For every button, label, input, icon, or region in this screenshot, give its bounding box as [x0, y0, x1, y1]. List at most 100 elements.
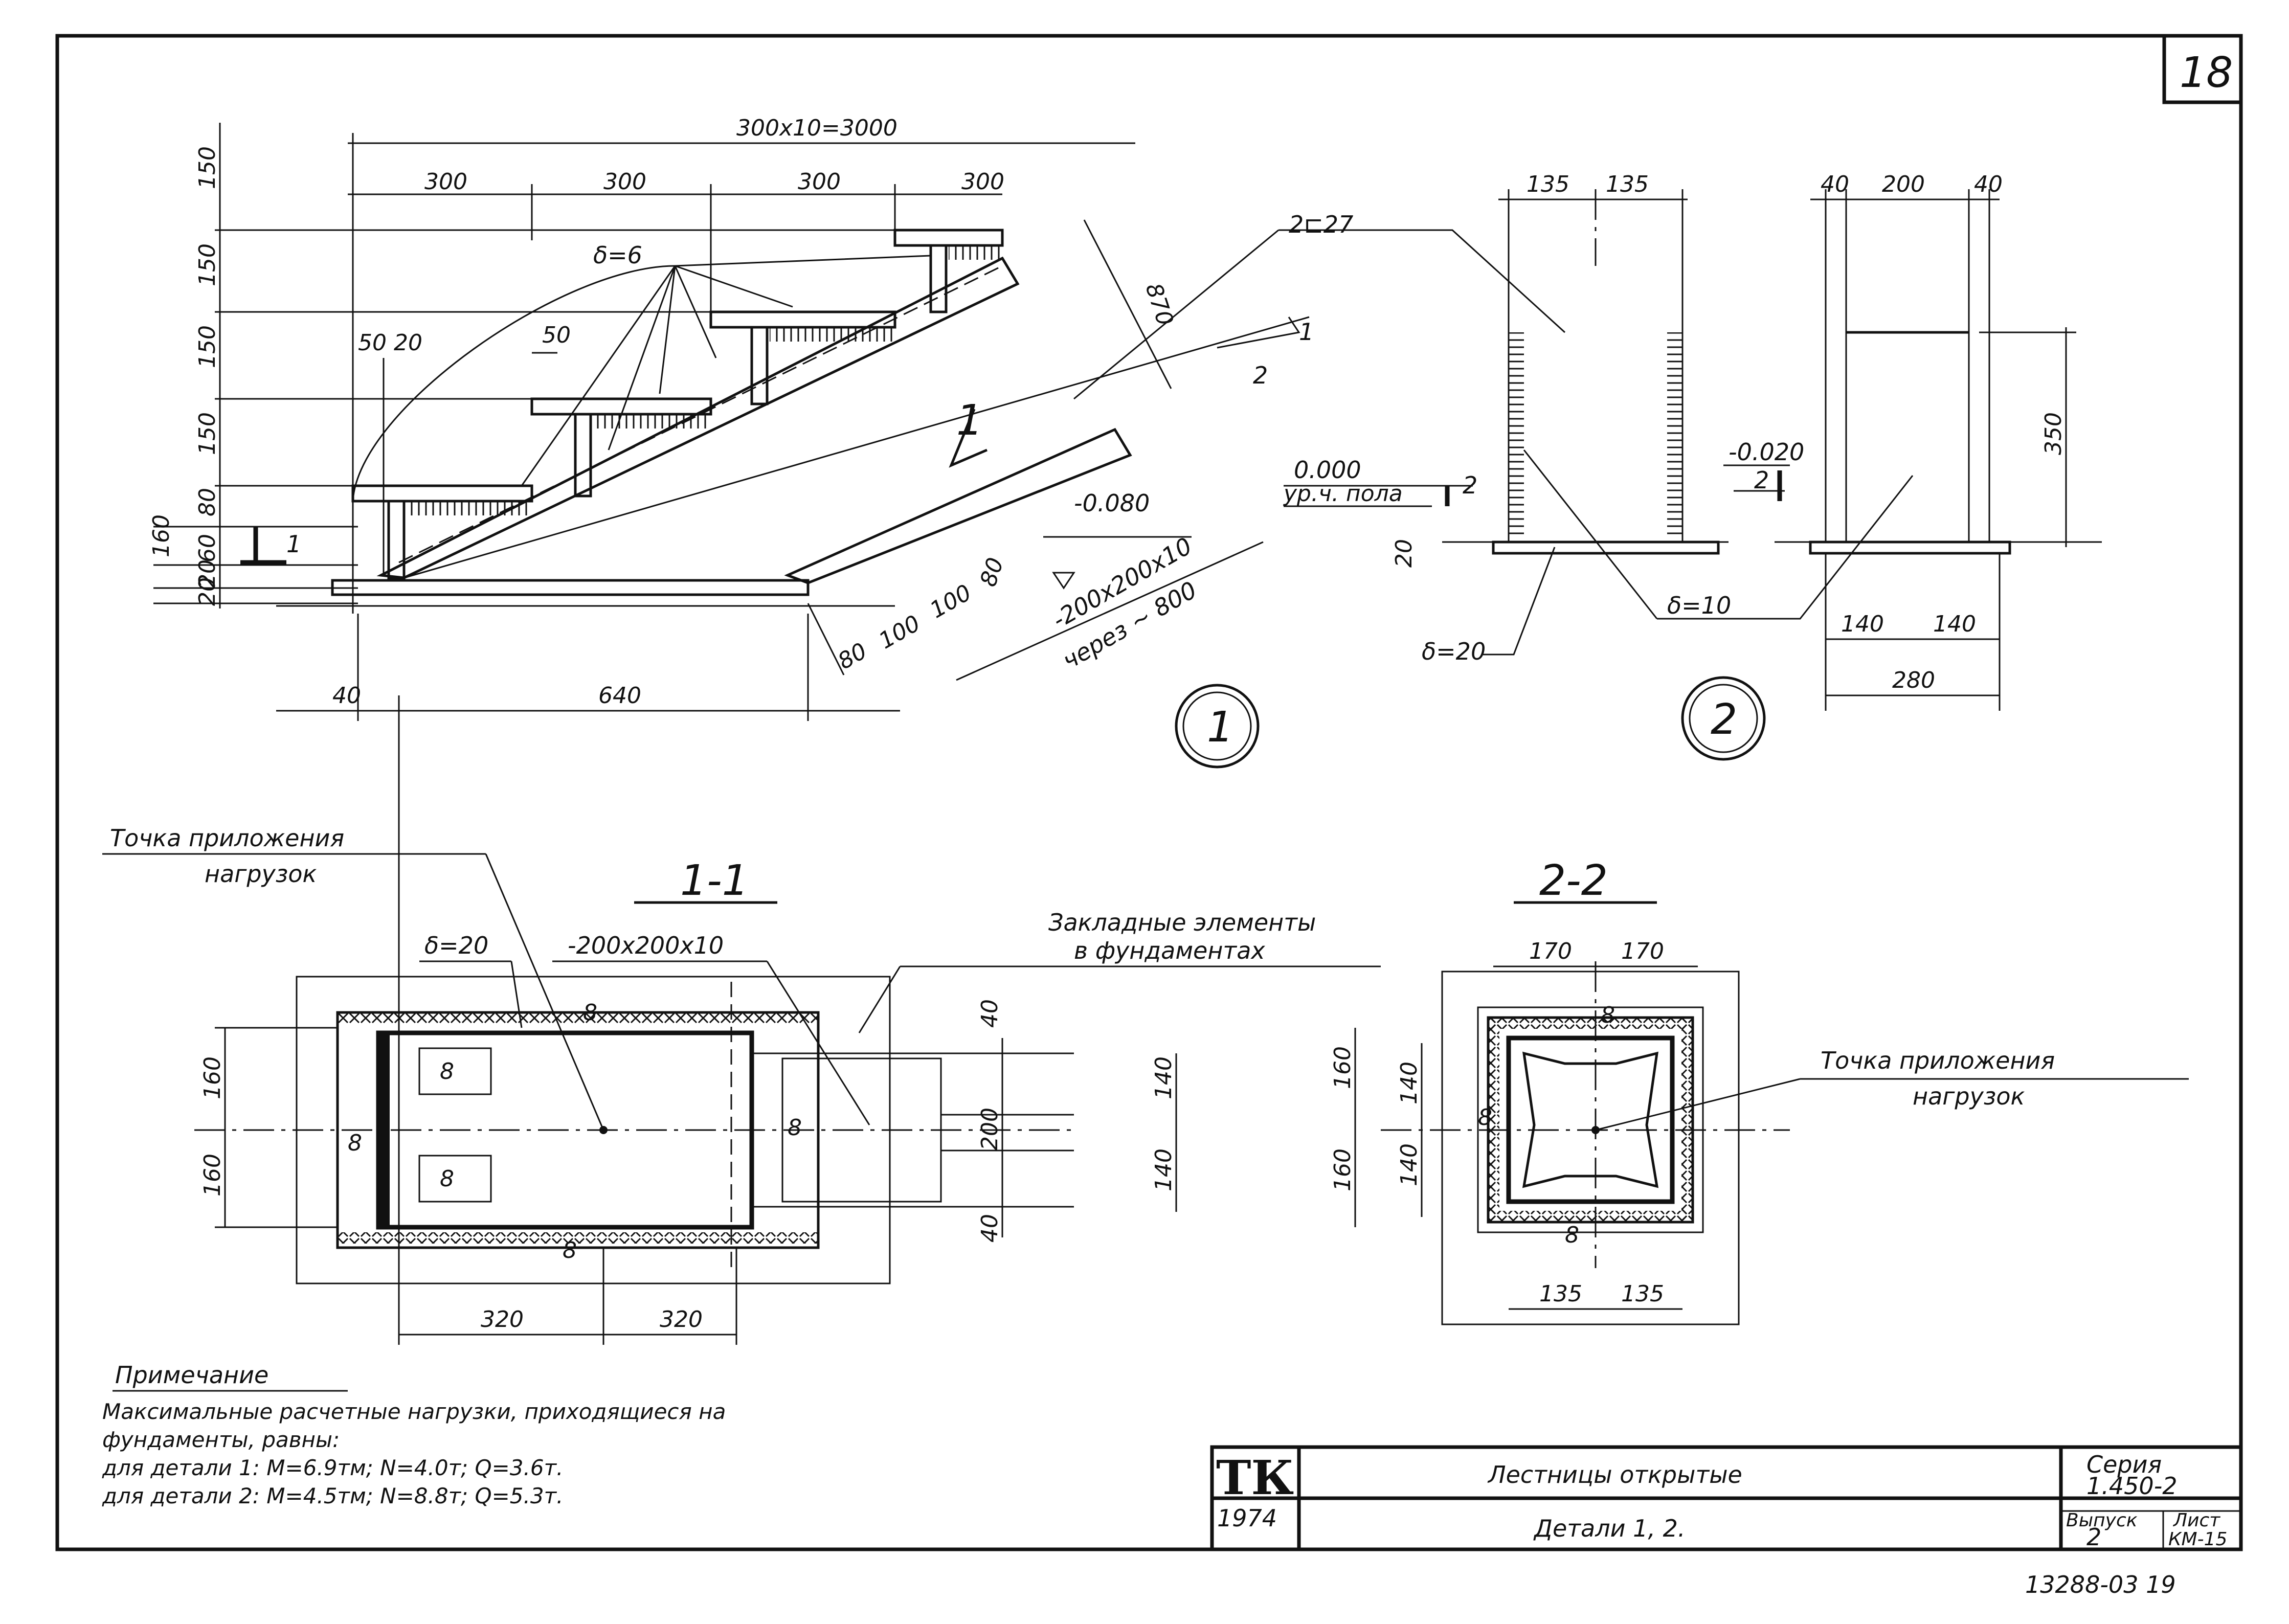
column-dim-135: 135: [1606, 171, 1649, 197]
stair-level: -0.080: [1074, 489, 1150, 517]
column-side-dim-140: 140: [1933, 611, 1976, 637]
column-weld-10: δ=10: [1667, 592, 1731, 619]
section-2-2-dim: 170: [1621, 938, 1664, 964]
title-block-series-label: Серия: [2086, 1451, 2162, 1478]
column-side: 40 200 40 350 -0.020 2 140 140 280: [1723, 171, 2102, 711]
section-1-1-weld: 8: [440, 1166, 454, 1192]
stair-diag-dim: 80: [834, 638, 871, 674]
section-1-1-plate-spec: -200х200х10: [568, 932, 724, 959]
section-1-1-dim: 40: [977, 999, 1003, 1028]
section-2-2-weld: 8: [1478, 1104, 1492, 1131]
section-2-2-dim: 135: [1539, 1281, 1582, 1307]
section-1-1-embedded: в фундаментах: [1074, 937, 1265, 964]
stair-total-dim: 300х10=3000: [736, 115, 897, 141]
section-1-1-weld: 8: [348, 1130, 362, 1156]
note-line: фундаменты, равны:: [102, 1427, 340, 1452]
stair-step-dim: 300: [798, 169, 841, 195]
stair-left-dim: 60: [194, 534, 220, 562]
stair-dim-50: 50: [542, 322, 571, 348]
section-1-1-dim: 140: [1151, 1056, 1177, 1099]
column-section-mark: 2: [1463, 471, 1477, 499]
stair-dim-80: 80: [975, 554, 1009, 590]
svg-text:1: 1: [1207, 703, 1233, 752]
section-2-2-load-point: Точка приложения: [1821, 1047, 2055, 1074]
stair-diag-dim: 100: [874, 610, 925, 654]
note-line: для детали 1: M=6.9тм; N=4.0т; Q=3.6т.: [102, 1455, 563, 1480]
column-side-dim: 40: [1974, 171, 2003, 197]
stair-slope-2: 2: [1253, 362, 1268, 389]
section-2-2-load-point: нагрузок: [1913, 1082, 2025, 1110]
column-side-level: -0.020: [1729, 438, 1804, 466]
stair-step-dim: 300: [424, 169, 467, 195]
section-1-1-dim: 160: [199, 1154, 226, 1197]
column-side-dim: 40: [1821, 171, 1849, 197]
detail-marker-1: 1: [1175, 684, 1260, 769]
stair-left-dim: 150: [194, 243, 220, 286]
column-floor-level: ур.ч. пола: [1283, 481, 1403, 507]
section-1-1-dim: 160: [199, 1056, 226, 1099]
section-1-1-plate: δ=20: [424, 932, 488, 959]
stair-left-dim: 150: [194, 412, 220, 455]
title-block-sheet-value: КМ-15: [2168, 1529, 2227, 1550]
note-title: Примечание: [115, 1361, 268, 1389]
section-1-1-load-point: Точка приложения: [110, 824, 344, 852]
title-block: ТК 1974 Лестницы открытые Детали 1, 2. С…: [1210, 1445, 2243, 1551]
section-2-2-dim: 170: [1529, 938, 1572, 964]
section-2-2: 2-2 170 170 160 160 140 140 8 8 8 135 13…: [1330, 856, 2189, 1325]
section-1-1-dim: 320: [481, 1306, 524, 1333]
section-1-1-title: 1-1: [680, 856, 749, 905]
column-side-dim-140: 140: [1841, 611, 1884, 637]
channel-label: 2⊏27: [1289, 211, 1353, 238]
title-block-issue-label: Выпуск: [2066, 1510, 2138, 1531]
sheet-number: 18: [2180, 49, 2233, 97]
section-1-1-weld: 8: [583, 1000, 597, 1026]
section-2-2-weld: 8: [1601, 1002, 1615, 1028]
column-dim-20: 20: [1391, 539, 1417, 568]
stair-dim-640: 640: [598, 683, 641, 709]
stair-left-dim: 20: [194, 559, 220, 588]
sheet-frame: [55, 34, 2243, 1551]
section-2-2-dim: 140: [1396, 1062, 1422, 1104]
section-1-1: 1-1 Точка приложения нагрузок δ=20 -200х…: [102, 695, 1381, 1345]
stair-left-dim: 150: [194, 325, 220, 368]
stair-left-dim: 20: [194, 577, 220, 606]
stair-slope-1: 1: [1299, 318, 1314, 346]
section-2-2-dim: 135: [1621, 1281, 1664, 1307]
title-block-subtitle: Детали 1, 2.: [1533, 1515, 1686, 1542]
section-2-2-dim: 140: [1396, 1143, 1422, 1186]
section-1-1-dim: 140: [1151, 1148, 1177, 1191]
note-line: Максимальные расчетные нагрузки, приходя…: [102, 1399, 726, 1424]
column-plate-20: δ=20: [1422, 638, 1486, 665]
section-1-1-weld: 8: [440, 1058, 454, 1085]
stair-weld-thickness: δ=6: [593, 241, 642, 269]
stair-detail: 300х10=3000 300 300 300 300 150 150 150 …: [148, 115, 1566, 721]
section-1-1-dim: 200: [977, 1108, 1003, 1151]
column-dim-135: 135: [1527, 171, 1569, 197]
section-2-2-dim: 160: [1330, 1046, 1356, 1089]
stair-section-mark: 1: [956, 396, 983, 445]
column-side-dim: 200: [1882, 171, 1925, 197]
title-block-logo: ТК: [1216, 1450, 1294, 1505]
column-side-section-mark: 2: [1754, 466, 1769, 494]
title-block-title: Лестницы открытые: [1487, 1461, 1742, 1488]
detail-marker-2: 2: [1681, 676, 1766, 761]
section-1-1-weld: 8: [788, 1115, 802, 1141]
section-2-2-title: 2-2: [1539, 856, 1608, 905]
title-block-year: 1974: [1217, 1504, 1277, 1532]
section-1-1-dim: 40: [977, 1214, 1003, 1243]
column-side-dim-280: 280: [1892, 667, 1935, 693]
note-line: для детали 2: M=4.5тм; N=8.8т; Q=5.3т.: [102, 1483, 563, 1508]
stair-dim-50-20: 50 20: [358, 330, 422, 356]
stair-dim-870: 870: [1140, 280, 1178, 329]
title-block-issue-value: 2: [2086, 1523, 2101, 1551]
column-side-dim-350: 350: [2040, 412, 2067, 455]
document-code: 13288-03 19: [2025, 1571, 2176, 1598]
column-level-0000: 0.000: [1294, 456, 1361, 484]
section-1-1-weld: 8: [563, 1237, 577, 1264]
stair-steps: [351, 229, 1004, 579]
stair-step-dim: 300: [961, 169, 1004, 195]
section-2-2-dim: 160: [1330, 1148, 1356, 1191]
stair-left-dim: 160: [148, 514, 174, 557]
stair-section-mark: 1: [286, 530, 301, 558]
